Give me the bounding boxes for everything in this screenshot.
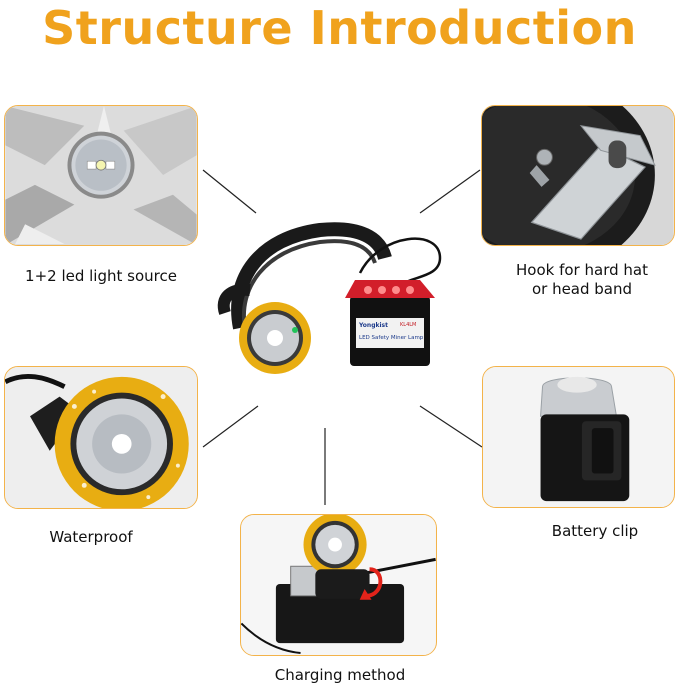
charging-caption: Charging method bbox=[274, 666, 406, 684]
connector-hook bbox=[419, 169, 481, 214]
hook-caption-line1: Hook for hard hat bbox=[516, 261, 648, 279]
connector-battery bbox=[419, 405, 483, 448]
page-title: Structure Introduction bbox=[42, 1, 637, 55]
product-label-model: KL4LM bbox=[400, 322, 417, 328]
waterproof-caption: Waterproof bbox=[49, 528, 133, 546]
headlamp-product-image: Yongkist KL4LM LED Safety Miner Lamp bbox=[210, 218, 460, 398]
hook-image bbox=[481, 105, 675, 246]
connector-waterproof bbox=[202, 405, 259, 448]
connector-led bbox=[202, 169, 257, 214]
battery-clip-caption: Battery clip bbox=[551, 522, 639, 540]
charging-image bbox=[240, 514, 437, 656]
waterproof-image bbox=[4, 366, 198, 509]
led-source-image bbox=[4, 105, 198, 246]
led-source-caption: 1+2 led light source bbox=[25, 267, 177, 285]
product-label-brand: Yongkist bbox=[359, 322, 388, 329]
hook-caption-line2: or head band bbox=[531, 280, 633, 298]
product-label-text: LED Safety Miner Lamp bbox=[359, 335, 424, 341]
battery-clip-image bbox=[482, 366, 675, 508]
